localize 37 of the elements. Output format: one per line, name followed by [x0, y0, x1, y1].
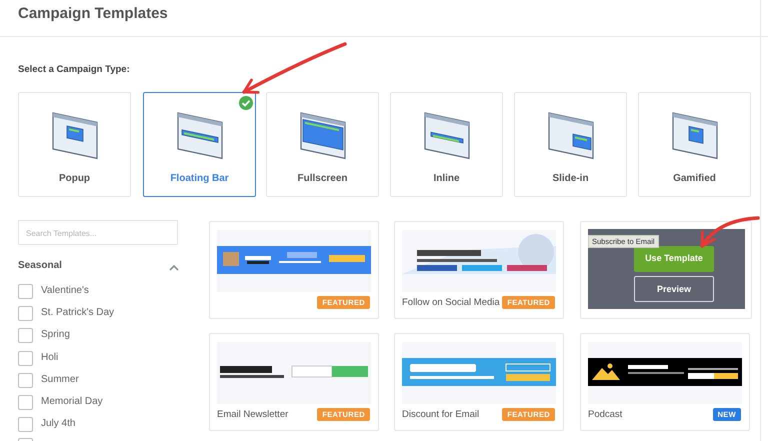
template-name: Podcast [588, 409, 622, 420]
checkbox-label: Valentine's [41, 285, 89, 296]
preview-button: Preview [634, 276, 714, 302]
section-heading: Select a Campaign Type: [18, 64, 130, 75]
option-card [638, 92, 751, 197]
template-card [209, 221, 379, 319]
option-label: Popup [58, 173, 92, 184]
checkbox-label: Spring [41, 329, 70, 340]
use-template-button: Use Template [634, 246, 714, 272]
annotation-arrow [242, 42, 347, 94]
page-title: Campaign Templates [18, 5, 168, 22]
option-label: Floating Bar [169, 173, 230, 184]
search-field: Search Templates... [18, 220, 178, 245]
option-card [266, 92, 379, 197]
template-card [209, 333, 379, 431]
template-card [580, 333, 750, 431]
option-label: Inline [432, 173, 461, 184]
option-label: Slide-in [551, 173, 590, 184]
option-card [390, 92, 503, 197]
template-name: Follow on Social Media [402, 297, 500, 308]
checkbox-label: Summer [41, 374, 79, 385]
template-name: Email Newsletter [217, 409, 288, 420]
template-card [394, 333, 564, 431]
option-card [18, 92, 131, 197]
template-name: Discount for Email [402, 409, 480, 420]
option-label: Gamified [672, 173, 717, 184]
option-card [514, 92, 627, 197]
checkbox-label: St. Patrick's Day [41, 307, 114, 318]
template-card [394, 221, 564, 319]
option-label: Fullscreen [296, 173, 349, 184]
annotation-arrow [700, 216, 760, 248]
checkbox-label: Holi [41, 352, 58, 363]
checkbox-label: Memorial Day [41, 396, 103, 407]
selected-option-card [143, 92, 256, 197]
filter-heading: Seasonal [18, 260, 62, 271]
template-card [580, 221, 752, 319]
checkbox-label: July 4th [41, 418, 76, 430]
